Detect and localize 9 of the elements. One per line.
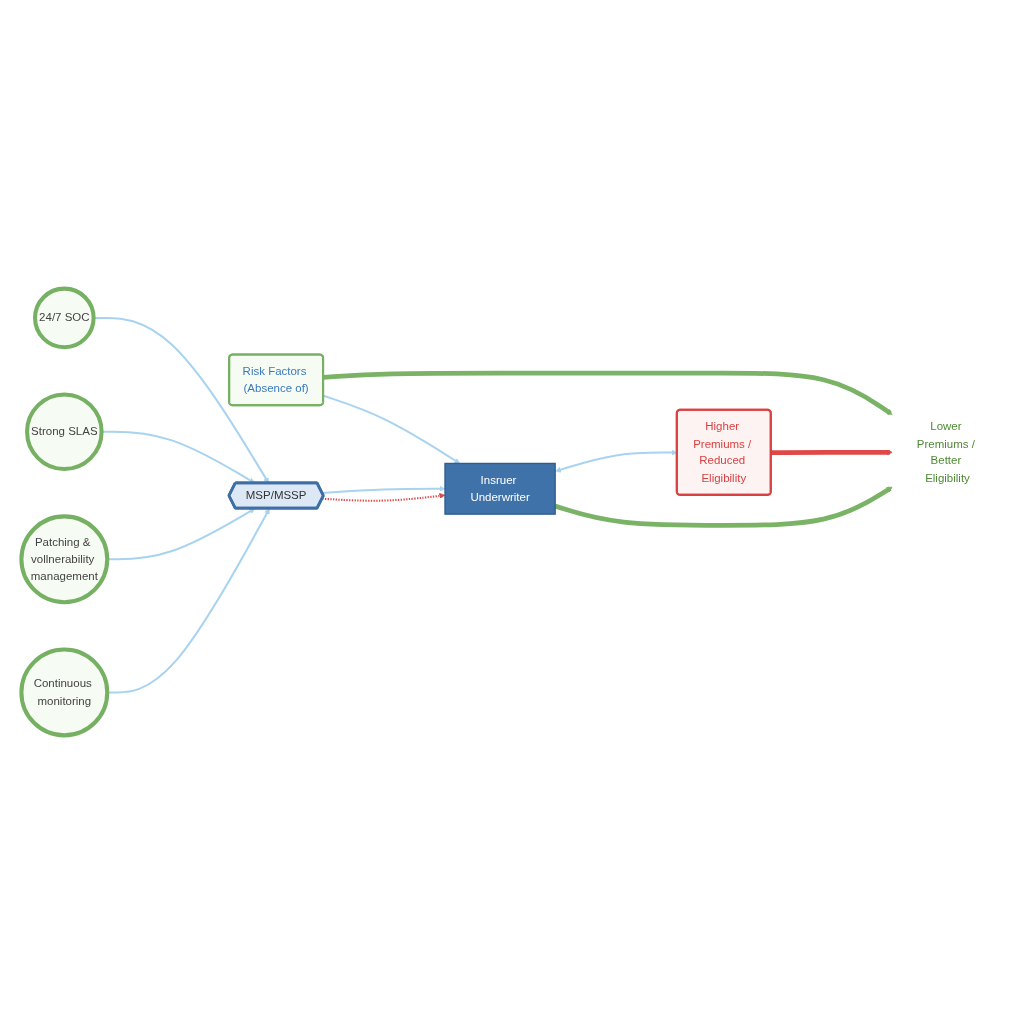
arrow [323,394,461,464]
arrow [771,449,893,456]
arrow [323,370,893,416]
node-box: Insruer Underwriter [444,462,556,515]
node-circle: Continuous monitoring [19,647,110,738]
node-circle: Patching & vollnerability management [19,514,110,605]
node-text: Lower Premiums / Better Eligibility [916,419,975,485]
node-circle: 24/7 SOC [33,286,96,350]
node-circle: Strong SLAS [25,392,104,472]
